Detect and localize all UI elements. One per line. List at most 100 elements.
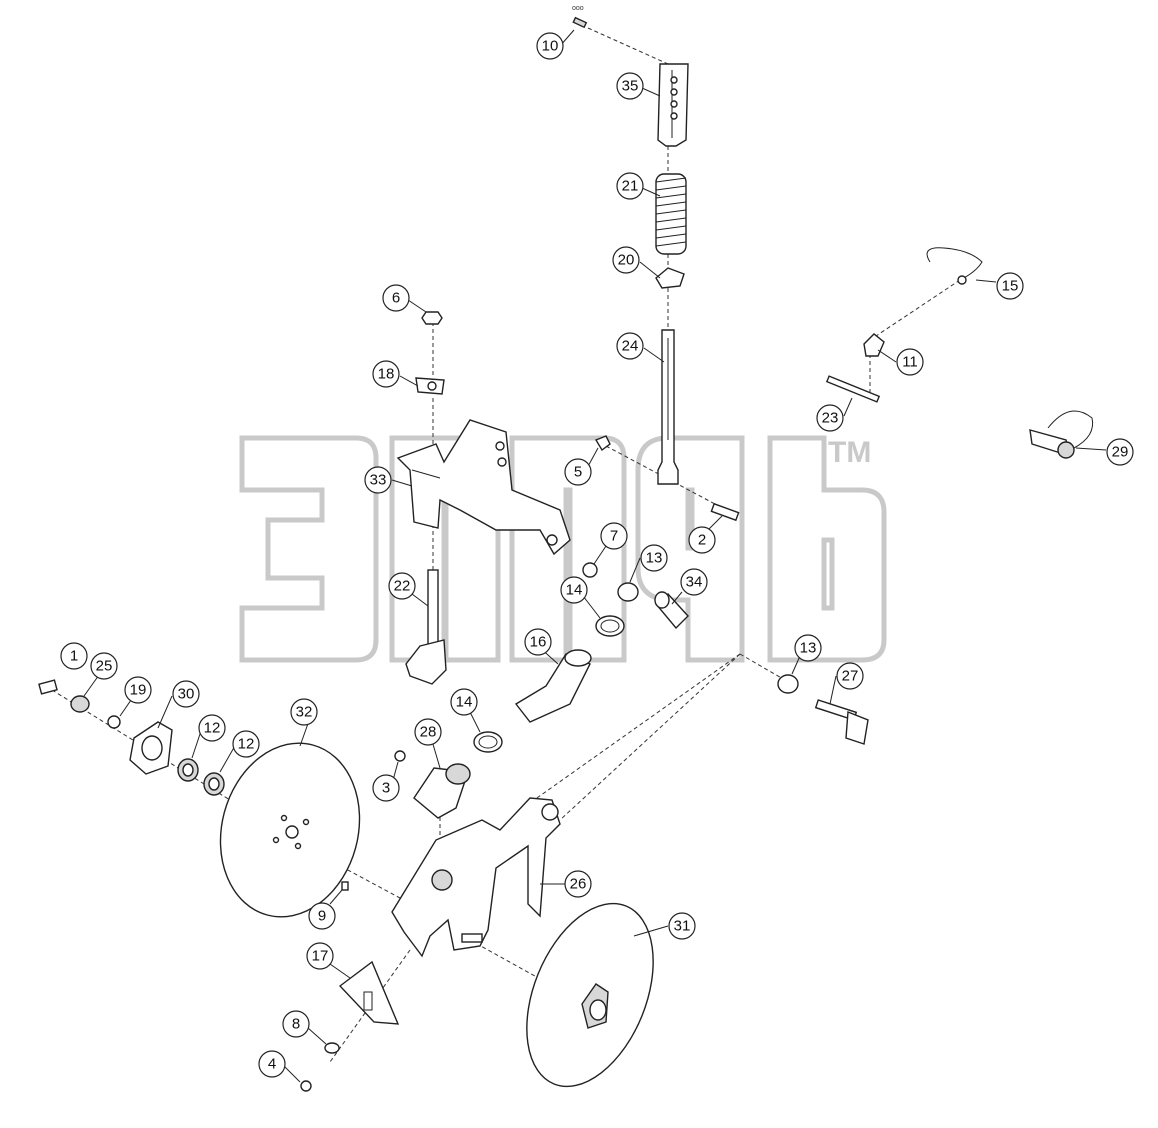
svg-text:12: 12 xyxy=(238,736,255,753)
part-2-bolt xyxy=(710,502,740,522)
svg-text:35: 35 xyxy=(622,78,639,95)
svg-text:28: 28 xyxy=(420,724,437,741)
part-23-pin xyxy=(825,375,881,403)
callout-24: 24 xyxy=(616,332,644,360)
part-19-washer xyxy=(107,715,121,729)
callout-34: 34 xyxy=(680,568,708,596)
svg-text:19: 19 xyxy=(130,682,147,699)
svg-text:34: 34 xyxy=(686,574,703,591)
part-25-cap xyxy=(70,695,90,713)
svg-text:6: 6 xyxy=(392,290,400,307)
callout-12a: 12 xyxy=(198,714,226,742)
part-17-plate xyxy=(338,960,400,1025)
callout-8: 8 xyxy=(282,1010,310,1038)
part-21-spring xyxy=(655,173,687,255)
svg-text:30: 30 xyxy=(178,686,195,703)
svg-text:23: 23 xyxy=(822,410,839,427)
part-12-bearing-a xyxy=(177,758,199,782)
watermark-glyph-3 xyxy=(509,435,627,663)
svg-text:13: 13 xyxy=(800,640,817,657)
top-mark-text: ooo xyxy=(572,5,584,12)
svg-text:31: 31 xyxy=(674,918,691,935)
svg-text:14: 14 xyxy=(566,582,583,599)
svg-text:10: 10 xyxy=(542,38,559,55)
part-12-bearing-b xyxy=(203,772,225,796)
callout-20: 20 xyxy=(612,246,640,274)
svg-text:20: 20 xyxy=(618,252,635,269)
part-35-adjuster xyxy=(657,63,689,147)
callout-3: 3 xyxy=(372,774,400,802)
part-9-screw xyxy=(341,881,349,891)
svg-text:3: 3 xyxy=(382,780,390,797)
part-10-pin: ooo xyxy=(572,5,588,29)
svg-text:32: 32 xyxy=(296,704,313,721)
svg-text:21: 21 xyxy=(622,178,639,195)
part-13-bushing-upper xyxy=(617,582,639,602)
svg-text:11: 11 xyxy=(902,354,918,371)
callout-4: 4 xyxy=(258,1050,286,1078)
svg-text:18: 18 xyxy=(378,366,395,383)
part-33-bracket xyxy=(396,419,571,556)
svg-text:8: 8 xyxy=(292,1016,300,1033)
svg-text:5: 5 xyxy=(574,464,582,481)
callout-21: 21 xyxy=(616,172,644,200)
callout-33: 33 xyxy=(364,466,392,494)
callout-32: 32 xyxy=(290,698,318,726)
svg-text:14: 14 xyxy=(456,694,473,711)
watermark-logo: TM xyxy=(239,435,887,663)
callout-27: 27 xyxy=(836,662,864,690)
svg-text:33: 33 xyxy=(370,472,387,489)
part-22-stem xyxy=(405,569,447,685)
part-18-plate xyxy=(415,377,445,395)
callout-5: 5 xyxy=(564,458,592,486)
part-13-bushing-lower xyxy=(777,674,799,694)
callout-11: 11 xyxy=(896,348,924,376)
part-31-disc xyxy=(526,902,654,1088)
svg-text:29: 29 xyxy=(1112,444,1129,461)
part-8-washer xyxy=(324,1042,340,1054)
callout-12b: 12 xyxy=(232,730,260,758)
callout-13a: 13 xyxy=(640,544,668,572)
callout-9: 9 xyxy=(308,902,336,930)
callout-19: 19 xyxy=(124,676,152,704)
svg-text:13: 13 xyxy=(646,550,663,567)
callout-18: 18 xyxy=(372,360,400,388)
callout-22: 22 xyxy=(388,572,416,600)
svg-text:7: 7 xyxy=(610,528,618,545)
part-3-nut xyxy=(394,750,406,762)
part-29-lynch-pin xyxy=(1029,410,1094,459)
svg-text:25: 25 xyxy=(96,658,113,675)
part-4-nut xyxy=(300,1080,312,1092)
svg-text:22: 22 xyxy=(394,578,411,595)
svg-text:17: 17 xyxy=(312,948,329,965)
svg-text:2: 2 xyxy=(698,532,706,549)
part-28-funnel xyxy=(413,763,471,819)
part-27-axle-pin xyxy=(814,699,869,745)
callout-29: 29 xyxy=(1106,438,1134,466)
callout-25: 25 xyxy=(90,652,118,680)
svg-text:27: 27 xyxy=(842,668,859,685)
callouts: 10 35 21 20 15 6 24 11 18 23 29 5 33 7 2… xyxy=(60,32,1134,1078)
callout-28: 28 xyxy=(414,718,442,746)
svg-text:12: 12 xyxy=(204,720,221,737)
part-15-cable xyxy=(926,247,983,285)
svg-text:26: 26 xyxy=(570,876,587,893)
svg-text:4: 4 xyxy=(268,1056,276,1073)
part-34-sleeve xyxy=(654,591,689,630)
part-7-nut xyxy=(582,562,598,578)
callout-15: 15 xyxy=(996,272,1024,300)
watermark-trademark: TM xyxy=(828,436,871,469)
svg-text:9: 9 xyxy=(318,908,326,925)
part-16-elbow-tube xyxy=(514,649,592,723)
callout-16: 16 xyxy=(524,628,552,656)
part-11-clip xyxy=(863,333,885,357)
part-30-hub xyxy=(129,721,173,775)
part-14-clamp-upper xyxy=(595,615,625,637)
callout-1: 1 xyxy=(60,642,88,670)
watermark-glyph-1 xyxy=(239,435,379,663)
svg-text:1: 1 xyxy=(70,648,78,665)
callout-17: 17 xyxy=(306,942,334,970)
callout-14a: 14 xyxy=(560,576,588,604)
